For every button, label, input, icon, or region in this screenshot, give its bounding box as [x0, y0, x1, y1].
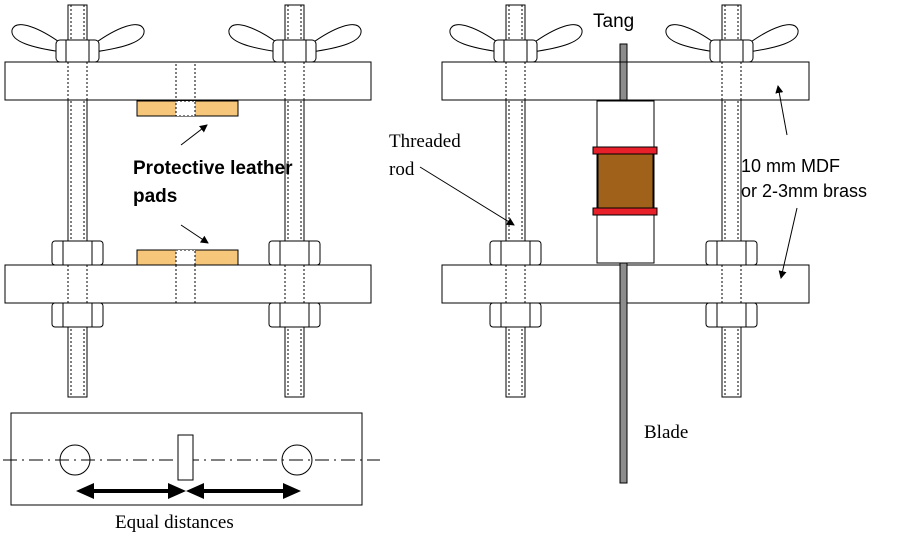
left-bottom-leather-pad [136, 249, 239, 266]
equal-distances-label: Equal distances [115, 512, 234, 533]
protective-pads-arrow-bottom [180, 224, 209, 244]
spacer-bottom [592, 207, 658, 216]
right-top-plate [441, 61, 810, 101]
left-wing-nut-a [11, 24, 145, 63]
handle-assembly [592, 100, 658, 264]
equal-distance-arrows [76, 483, 301, 499]
left-clamp: Protective leather pads [4, 4, 372, 398]
protective-pads-label-line1: Protective leather [133, 158, 293, 179]
protective-pads-arrow-top [180, 124, 208, 146]
right-wing-nut-b [665, 24, 799, 63]
tang-label: Tang [593, 11, 634, 32]
left-bottom-plate [4, 264, 372, 304]
blade-label: Blade [644, 422, 688, 443]
spacer-top [592, 146, 658, 155]
drilling-template: Equal distances [3, 412, 380, 533]
threaded-rod-arrow [419, 166, 515, 226]
threaded-rod-label-line1: Threaded [389, 131, 461, 152]
left-top-leather-pad [136, 100, 239, 117]
protective-pads-label-line2: pads [133, 186, 177, 207]
template-tang-slot [177, 434, 194, 481]
mdf-label-line1: 10 mm MDF [741, 156, 840, 176]
mdf-label-line2: or 2-3mm brass [741, 181, 867, 201]
right-clamp: Tang Threaded rod 10 mm MDF or 2-3mm bra… [389, 4, 867, 484]
mdf-arrow-top [775, 85, 788, 136]
template-hole-left [59, 444, 91, 476]
blade [619, 262, 628, 484]
template-hole-right [281, 444, 313, 476]
mdf-arrow-bottom [778, 207, 798, 279]
threaded-rod-label-line2: rod [389, 159, 415, 180]
handle-wood-section [597, 151, 654, 211]
right-wing-nut-a [449, 24, 583, 63]
left-hex-nuts [51, 240, 321, 328]
right-hex-nuts [489, 240, 758, 328]
left-top-plate [4, 61, 372, 116]
